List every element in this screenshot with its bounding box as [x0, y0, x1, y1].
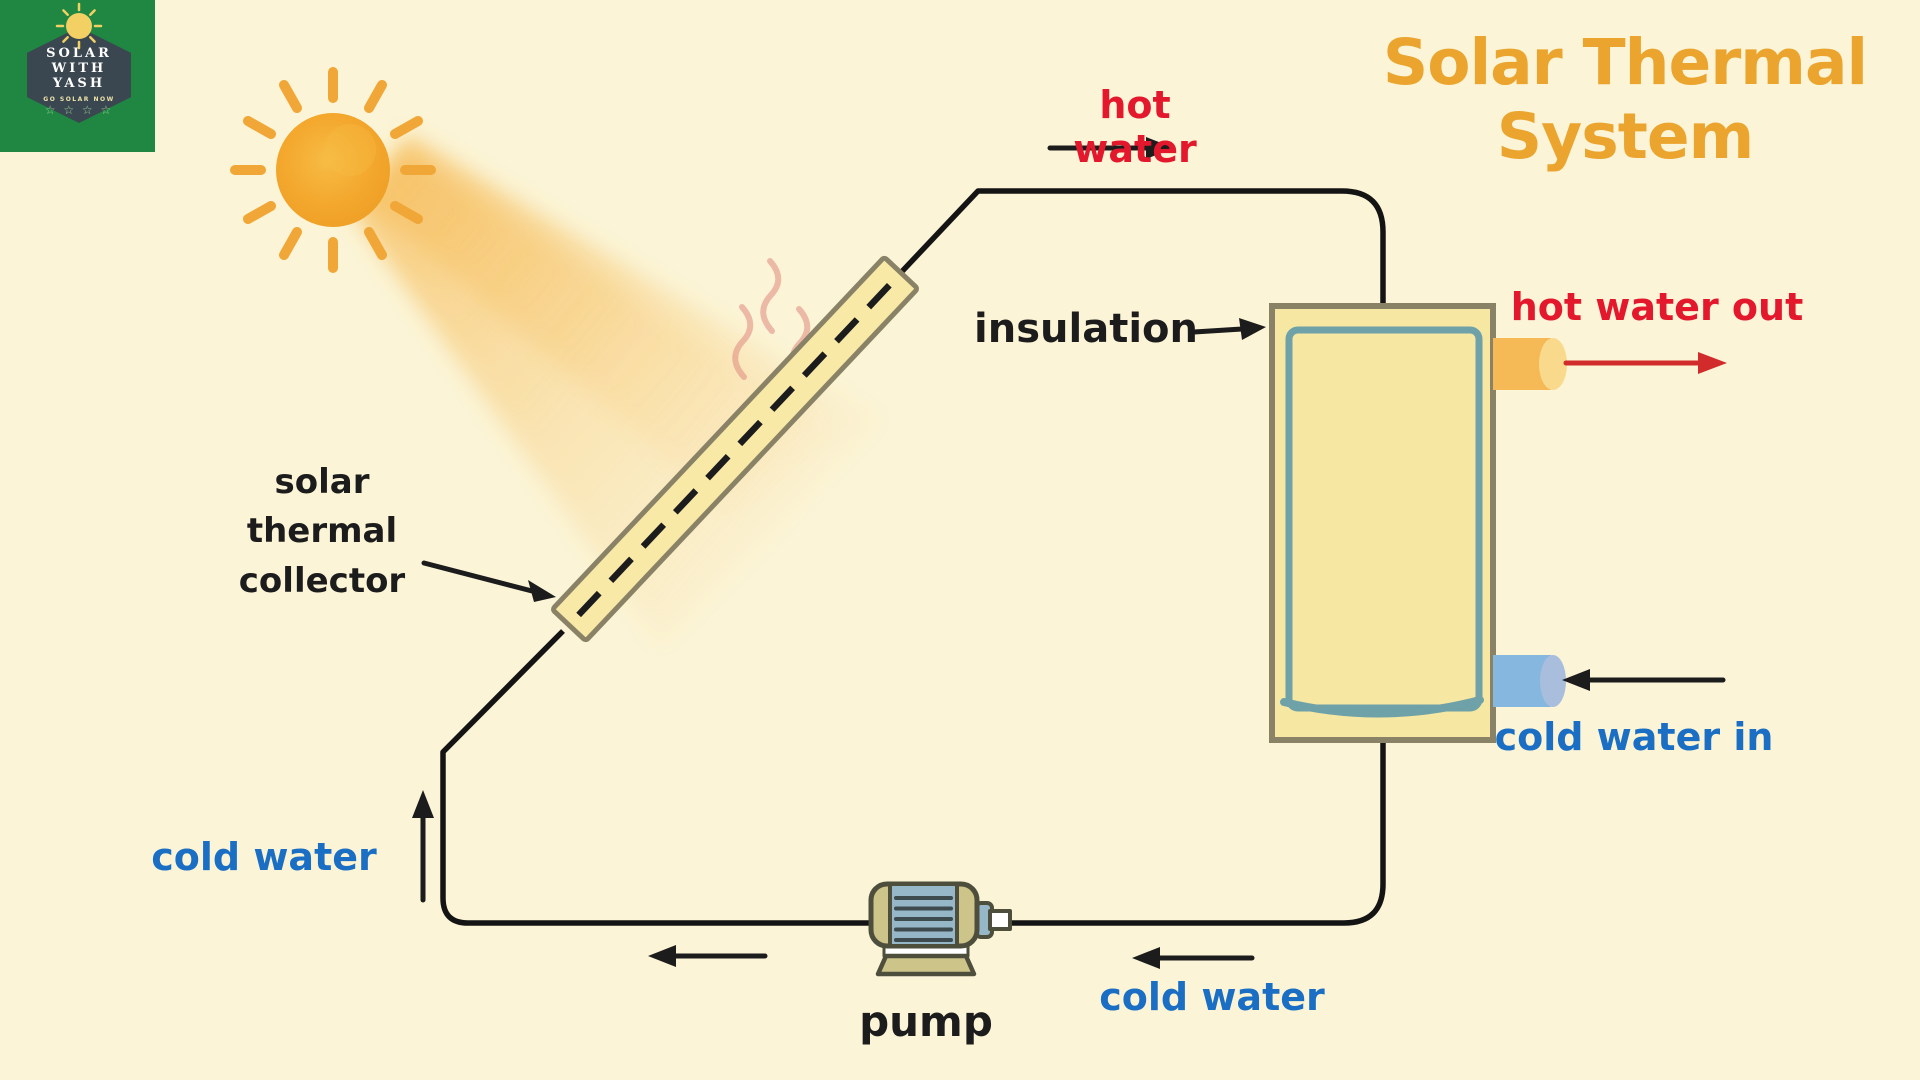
logo-name-line2: WITH: [51, 61, 107, 76]
hot-water-outlet-pipe: [1493, 338, 1567, 390]
insulation-pointer-arrow: [1191, 318, 1266, 340]
flow-arrows: [412, 137, 1255, 969]
hot-water-flow-arrow: [1047, 137, 1174, 159]
page-title: Solar Thermal System: [1382, 26, 1868, 174]
cold-water-flow-arrow-right: [1132, 947, 1255, 969]
cold-water-left-label: cold water: [151, 835, 377, 879]
hot-water-out-arrow: [1563, 352, 1727, 374]
insulation-label: insulation: [974, 306, 1198, 352]
tank-lining-bottom: [1280, 696, 1484, 718]
logo-stars-icon: ☆ ☆ ☆ ☆: [44, 103, 114, 117]
collector-absorber-dashed-line: [576, 280, 894, 618]
tank-insulation-lining: [1285, 326, 1483, 712]
cold-water-in-label: cold water in: [1494, 715, 1774, 759]
logo-name-line1: SOLAR: [46, 46, 112, 61]
logo-sun-icon: [49, 0, 109, 52]
logo-tagline: GO SOLAR NOW: [43, 96, 115, 103]
hot-water-out-label: hot water out: [1510, 285, 1804, 329]
cold-water-in-arrow: [1562, 669, 1726, 691]
collector-pointer-arrow: [421, 560, 556, 602]
hot-water-top-label: hot water: [1073, 83, 1197, 171]
cold-water-flow-arrow-left: [648, 945, 768, 967]
cold-pipe: [440, 629, 1386, 926]
solar-collector: [551, 255, 919, 643]
solar-collector-label: solar thermal collector: [238, 462, 406, 601]
pump-icon: [868, 881, 1012, 977]
logo-solar-with-yash: SOLAR WITH YASH GO SOLAR NOW ☆ ☆ ☆ ☆: [0, 0, 155, 152]
sun-icon: [230, 67, 436, 273]
logo-name-line3: YASH: [52, 76, 106, 91]
sunlight-beam-streak: [365, 150, 835, 512]
cold-water-flow-arrow-up: [412, 790, 434, 903]
cold-water-bottom-label: cold water: [1099, 975, 1325, 1019]
cold-water-inlet-pipe: [1493, 655, 1566, 707]
storage-tank: [1269, 303, 1496, 743]
hot-pipe: [891, 188, 1386, 310]
pump-label: pump: [859, 997, 993, 1046]
